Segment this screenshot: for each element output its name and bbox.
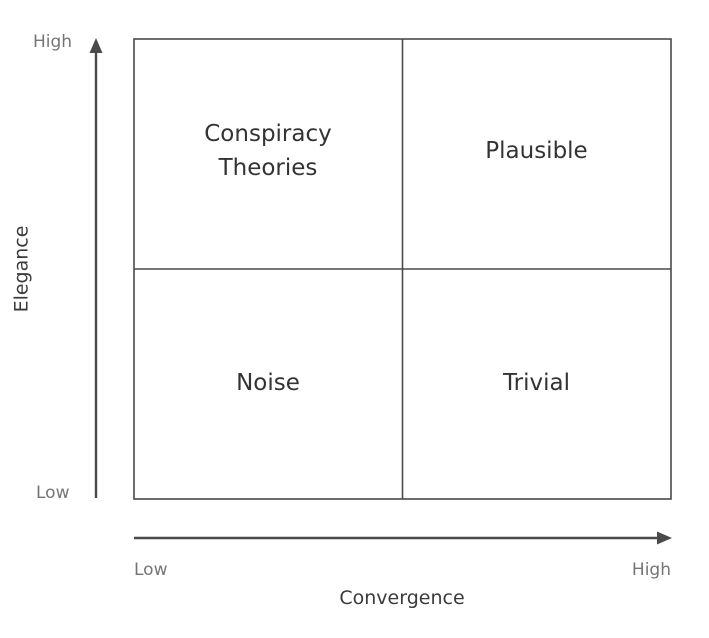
y-axis-title: Elegance xyxy=(10,225,33,313)
x-axis-title: Convergence xyxy=(339,587,465,609)
y-axis-high-label: High xyxy=(33,32,73,52)
x-axis-high-label: High xyxy=(631,560,671,580)
x-axis-arrowhead xyxy=(657,531,672,545)
quadrant-label-noise: Noise xyxy=(236,370,300,396)
quadrant-label-conspiracy-theories: Conspiracy Theories xyxy=(204,121,332,181)
quadrant-bottom-left: Noise xyxy=(134,269,402,499)
quadrant-top-left: Conspiracy Theories xyxy=(134,39,402,269)
quadrant-top-right: Plausible xyxy=(402,39,671,269)
y-axis-arrowhead xyxy=(89,38,103,53)
quadrant-label-plausible: Plausible xyxy=(485,138,588,164)
x-axis-low-label: Low xyxy=(134,560,168,580)
y-axis-low-label: Low xyxy=(36,483,70,503)
quadrant-label-trivial: Trivial xyxy=(502,370,570,396)
quadrant-bottom-right: Trivial xyxy=(402,269,671,499)
